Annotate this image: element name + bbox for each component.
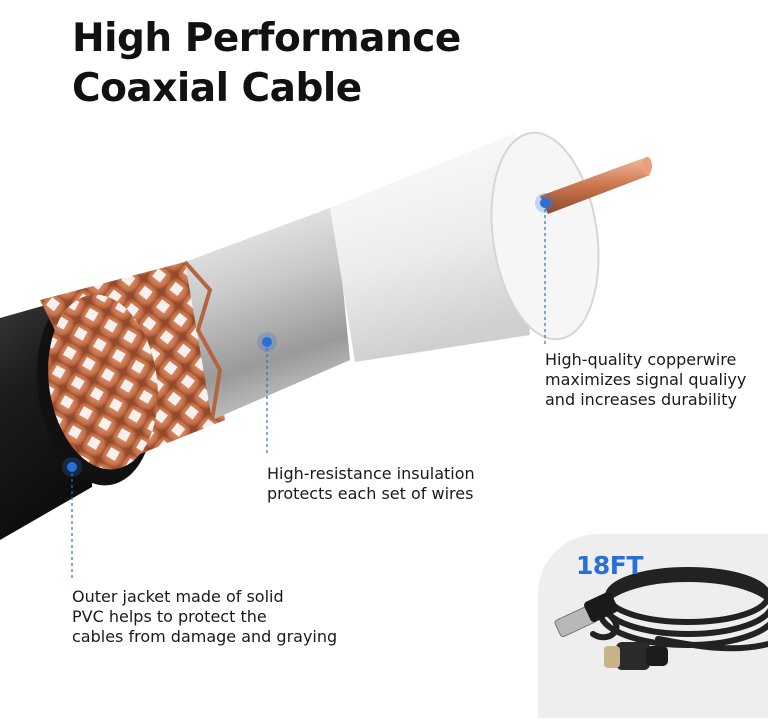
dielectric-insulation [330,133,530,362]
copper-callout-line-2: maximizes signal qualiyy [545,370,747,389]
jacket-callout-line-1: Outer jacket made of solid [72,587,284,606]
insulation-marker-dot [257,332,277,352]
title-line-1: High Performance [72,16,461,61]
coiled-cable-image [554,567,768,670]
copper-callout-line-3: and increases durability [545,390,737,409]
insulation-callout: High-resistance insulation protects each… [267,464,475,504]
jacket-callout: Outer jacket made of solid PVC helps to … [72,587,337,647]
copper-callout: High-quality copperwire maximizes signal… [545,350,746,410]
length-badge: 18FT [576,551,643,580]
title-line-2: Coaxial Cable [72,66,362,111]
jacket-callout-line-2: PVC helps to protect the [72,607,267,626]
insulation-callout-line-2: protects each set of wires [267,484,474,503]
jacket-callout-line-3: cables from damage and graying [72,627,338,646]
copper-marker-dot [535,193,555,213]
insulation-callout-line-1: High-resistance insulation [267,464,475,483]
jacket-marker-dot [62,457,82,477]
product-inset [538,534,768,718]
copper-callout-line-1: High-quality copperwire [545,350,737,369]
page-title: High Performance Coaxial Cable [72,14,461,114]
copper-core [540,158,650,214]
foil-shield [185,206,350,420]
usb-plug-icon [554,592,618,638]
f-connector-icon [604,642,668,670]
